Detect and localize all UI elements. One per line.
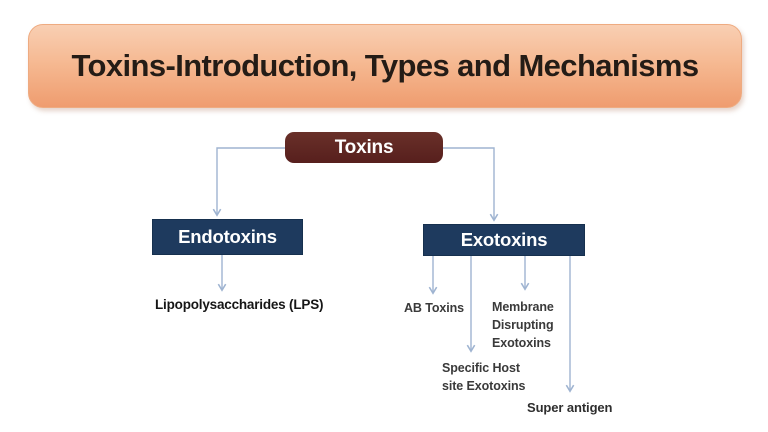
node-exotoxins-label: Exotoxins bbox=[460, 229, 548, 250]
leaf-specific-host-site-exotoxins: Specific Host site Exotoxins bbox=[442, 359, 525, 395]
node-exotoxins: Exotoxins bbox=[423, 224, 585, 256]
connector-toxins-endotoxins bbox=[212, 147, 285, 217]
leaf-membrane-line-1: Membrane bbox=[492, 300, 554, 314]
leaf-super-antigen: Super antigen bbox=[527, 400, 613, 415]
leaf-specific-host-line-1: Specific Host bbox=[442, 361, 520, 375]
node-endotoxins: Endotoxins bbox=[152, 219, 303, 255]
node-endotoxins-label: Endotoxins bbox=[178, 226, 277, 247]
leaf-specific-host-line-2: site Exotoxins bbox=[442, 379, 526, 393]
slide-title: Toxins-Introduction, Types and Mechanism… bbox=[71, 48, 699, 83]
leaf-membrane-disrupting-exotoxins: Membrane Disrupting Exotoxins bbox=[492, 298, 554, 352]
title-banner: Toxins-Introduction, Types and Mechanism… bbox=[28, 24, 742, 108]
leaf-ab-toxins: AB Toxins bbox=[404, 301, 464, 315]
connector-toxins-exotoxins bbox=[443, 147, 499, 222]
leaf-lipopolysaccharides: Lipopolysaccharides (LPS) bbox=[155, 297, 324, 312]
node-toxins: Toxins bbox=[285, 132, 443, 163]
leaf-membrane-line-2: Disrupting bbox=[492, 318, 554, 332]
node-toxins-label: Toxins bbox=[334, 136, 394, 158]
leaf-membrane-line-3: Exotoxins bbox=[492, 336, 551, 350]
